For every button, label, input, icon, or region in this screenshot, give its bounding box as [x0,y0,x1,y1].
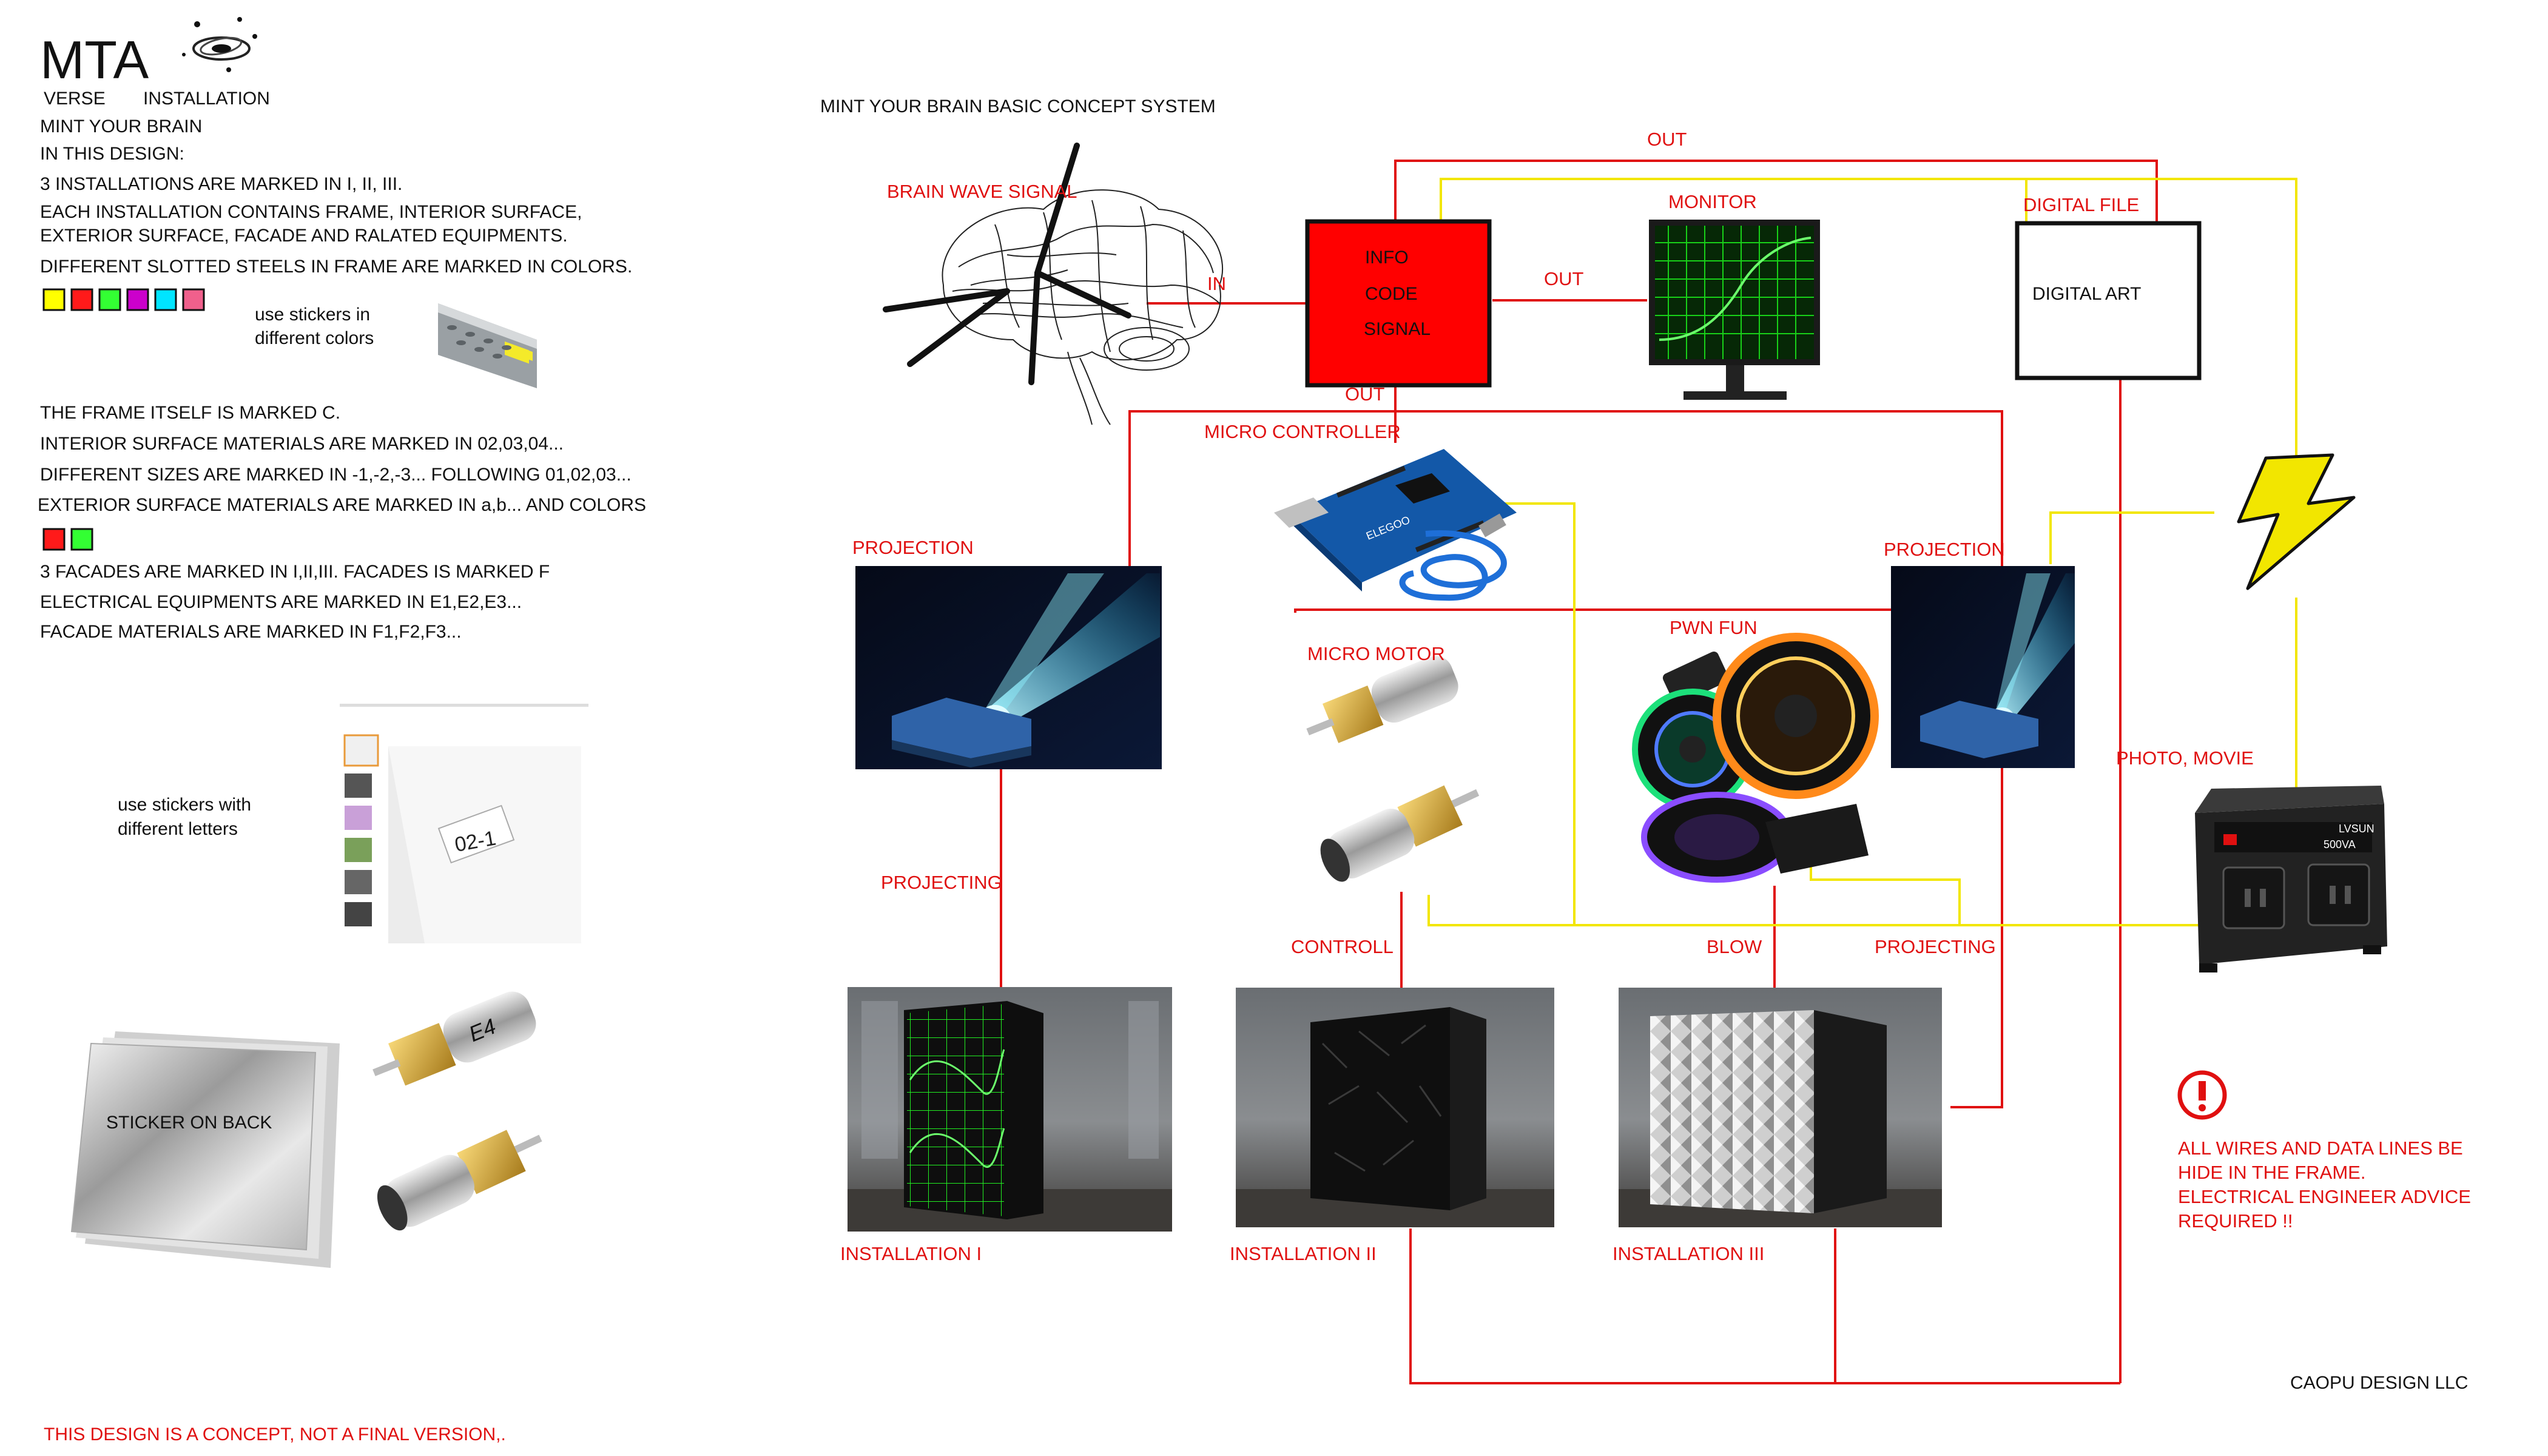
stickers-colors-1: use stickers in [255,305,371,325]
warning-icon [2177,1070,2227,1120]
stickers-letters-2: different letters [118,819,238,839]
info-line-3: SIGNAL [1364,319,1431,339]
company-name: CAOPU DESIGN LLC [2290,1373,2469,1393]
label-fan: PWN FUN [1670,617,1758,638]
intro-line-2: IN THIS DESIGN: [40,144,184,164]
concept-disclaimer: THIS DESIGN IS A CONCEPT, NOT A FINAL VE… [44,1424,506,1444]
label-out-right: OUT [1544,268,1584,289]
info-line-2: CODE [1365,284,1418,304]
label-out-bottom: OUT [1345,383,1385,405]
micro-motors-left-image: E4 [372,991,542,1231]
stickers-colors-2: different colors [255,328,374,348]
label-micro-controller: MICRO CONTROLLER [1204,421,1401,442]
color-swatch [42,288,66,311]
warning-line-3: ELECTRICAL ENGINEER ADVICE [2178,1186,2471,1207]
monitor-image [1649,220,1820,400]
label-digital-file: DIGITAL FILE [2023,194,2140,215]
color-swatch [70,528,93,551]
label-brain-wave: BRAIN WAVE SIGNAL [887,181,1077,202]
label-out-top: OUT [1647,129,1687,150]
label-installation-3: INSTALLATION III [1613,1243,1765,1264]
note-1: 3 INSTALLATIONS ARE MARKED IN I, II, III… [40,174,403,194]
projector-left-image [855,566,1162,769]
intro-line-1: MINT YOUR BRAIN [40,116,203,136]
label-projection-right: PROJECTION [1884,539,2005,560]
warning-line-2: HIDE IN THE FRAME. [2178,1162,2366,1183]
warning-line-4: REQUIRED !! [2178,1210,2293,1232]
installation-2-image [1236,988,1554,1227]
micro-controller-image: ELEGOO [1274,449,1517,601]
label-in: IN [1207,273,1226,294]
transformer-rating: 500VA [2324,838,2356,851]
label-photo-movie: PHOTO, MOVIE [2116,747,2254,769]
galaxy-logo [182,17,257,72]
slotted-steel-bar [438,303,537,388]
label-projecting-right: PROJECTING [1875,936,1996,957]
warning-line-1: ALL WIRES AND DATA LINES BE [2178,1138,2463,1159]
micro-motors-image [1306,656,1480,882]
stickers-letters-1: use stickers with [118,795,252,815]
color-swatch [98,288,121,311]
label-blow: BLOW [1707,936,1762,957]
installation-1-image [848,987,1172,1232]
label-projection-left: PROJECTION [852,537,974,558]
label-micro-motor: MICRO MOTOR [1307,643,1445,664]
color-swatch [42,528,66,551]
label-installation-2: INSTALLATION II [1230,1243,1377,1264]
pwm-fans-image [1632,633,1879,883]
digital-art-label: DIGITAL ART [2032,284,2142,304]
note-3: EXTERIOR SURFACE, FACADE AND RALATED EQU… [40,226,568,246]
red-wires [1000,160,2158,1384]
installation-3-image [1619,988,1942,1227]
label-installation-1: INSTALLATION I [840,1243,982,1264]
note-6: INTERIOR SURFACE MATERIALS ARE MARKED IN… [40,434,564,454]
note-5: THE FRAME ITSELF IS MARKED C. [40,403,341,423]
logo-sub-right: INSTALLATION [143,89,270,109]
info-code-signal-box [1305,219,1492,388]
label-monitor: MONITOR [1668,191,1757,212]
logo-title: MTA [40,30,149,90]
color-swatch [182,288,205,311]
color-swatch [154,288,177,311]
note-4: DIFFERENT SLOTTED STEELS IN FRAME ARE MA… [40,257,633,277]
diagram-title: MINT YOUR BRAIN BASIC CONCEPT SYSTEM [820,96,1216,116]
sticker-label: STICKER ON BACK [106,1113,272,1133]
brain-wireframe-image [942,189,1223,425]
lightning-bolt-icon [2237,453,2356,590]
exterior-color-swatches [42,528,93,551]
foil-sticker-image: STICKER ON BACK [70,1031,340,1268]
plastic-sheet-product-image: 02-1 [340,704,588,943]
label-projecting-left: PROJECTING [881,872,1002,893]
voltage-transformer-image: LVSUN 500VA [2195,786,2387,972]
note-9: 3 FACADES ARE MARKED IN I,II,III. FACADE… [40,562,550,582]
digital-art-box [2015,221,2202,380]
projector-right-image [1891,566,2075,768]
color-swatch [126,288,149,311]
note-10: ELECTRICAL EQUIPMENTS ARE MARKED IN E1,E… [40,592,522,612]
color-swatch [70,288,93,311]
info-line-1: INFO [1365,248,1409,268]
logo-sub-left: VERSE [44,89,106,109]
note-7: DIFFERENT SIZES ARE MARKED IN -1,-2,-3..… [40,465,632,485]
transformer-brand: LVSUN [2339,823,2374,835]
frame-color-swatches [42,288,205,311]
note-2: EACH INSTALLATION CONTAINS FRAME, INTERI… [40,202,582,222]
brain-spikes [883,143,1131,385]
note-8: EXTERIOR SURFACE MATERIALS ARE MARKED IN… [38,495,647,515]
note-11: FACADE MATERIALS ARE MARKED IN F1,F2,F3.… [40,622,462,642]
label-controll: CONTROLL [1291,936,1394,957]
